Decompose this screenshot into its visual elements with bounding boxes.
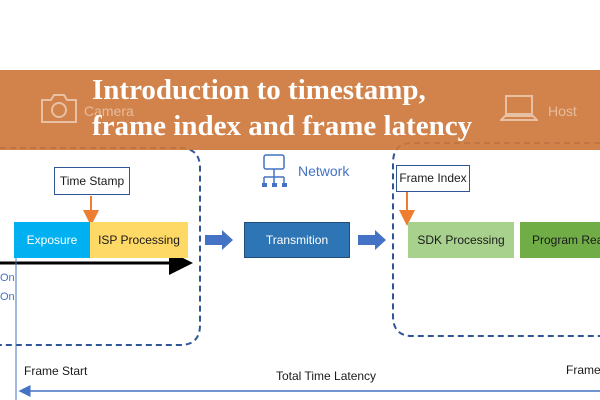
camera-label: Camera <box>84 103 134 119</box>
total-latency-label: Total Time Latency <box>276 369 377 383</box>
exposure-block: Exposure <box>14 222 90 258</box>
frame-end-label: Frame <box>566 363 600 377</box>
frame-index-callout: Frame Index <box>396 165 470 192</box>
host-label: Host <box>548 103 577 119</box>
network-label: Network <box>298 163 350 179</box>
program-read-block: Program Read <box>520 222 600 258</box>
camera-region-outline <box>0 147 201 346</box>
timestamp-callout: Time Stamp <box>54 167 130 195</box>
left-label-2: On <box>0 291 15 303</box>
laptop-icon <box>500 95 538 121</box>
left-label-1: On <box>0 272 15 284</box>
sdk-processing-block: SDK Processing <box>408 222 514 258</box>
banner-title-line2: frame index and frame latency <box>92 110 473 142</box>
camera-icon <box>41 94 77 123</box>
transmition-block: Transmition <box>244 222 350 258</box>
banner-title: Introduction to timestamp, frame index a… <box>92 72 597 144</box>
frame-start-label: Frame Start <box>24 364 88 378</box>
banner-title-line1: Introduction to timestamp, <box>92 74 426 106</box>
title-banner <box>0 70 600 150</box>
network-icon <box>262 154 287 187</box>
arrow-camera-to-transmition <box>205 230 233 250</box>
arrow-transmition-to-host <box>358 230 386 250</box>
isp-processing-block: ISP Processing <box>90 222 188 258</box>
